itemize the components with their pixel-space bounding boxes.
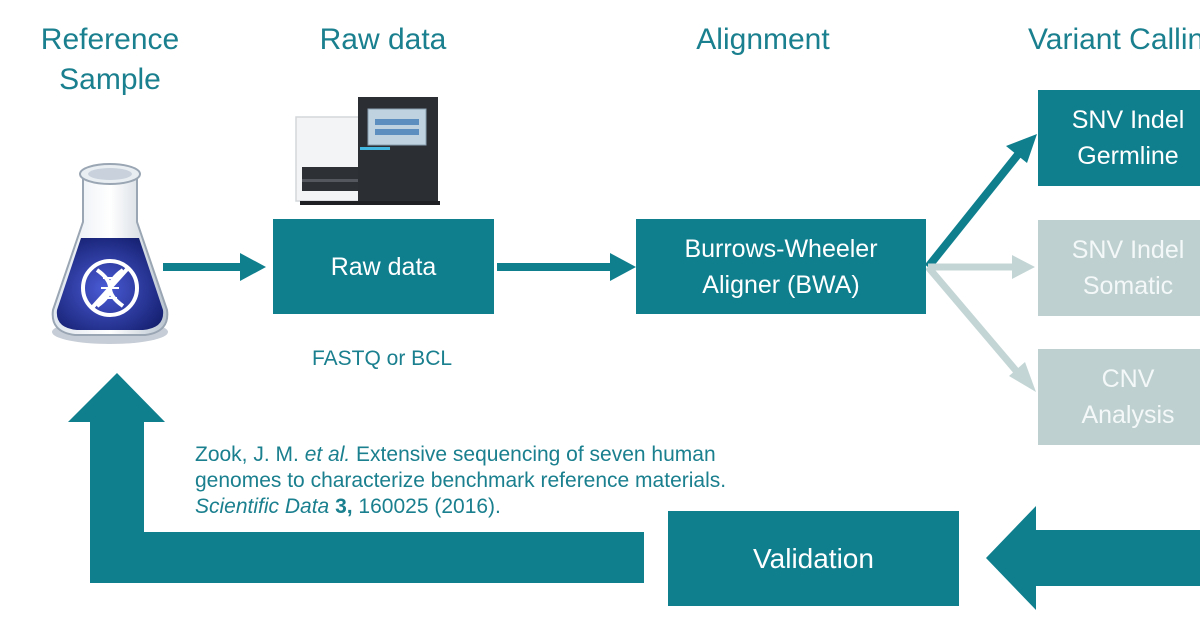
citation-title-1: Extensive sequencing of seven human: [350, 443, 716, 466]
bwa-line1: Burrows-Wheeler: [684, 234, 878, 263]
arrow-return-to-flask: [68, 373, 644, 583]
header-variant-calling: Variant Callin: [1028, 23, 1200, 56]
arrow-bwa-to-somatic: [928, 255, 1035, 279]
snv-somatic-box: SNV Indel Somatic: [1038, 220, 1200, 316]
raw-data-box: Raw data: [273, 219, 494, 314]
header-reference-sample: Reference Sample: [20, 20, 200, 100]
citation: Zook, J. M. et al. Extensive sequencing …: [195, 442, 755, 520]
somatic-line1: SNV Indel: [1071, 236, 1185, 264]
flask-dna-icon: [51, 163, 169, 344]
citation-volume: 3,: [335, 495, 353, 518]
germline-line1: SNV Indel: [1071, 106, 1185, 134]
citation-journal: Scientific Data: [195, 495, 330, 518]
format-label: FASTQ or BCL: [312, 347, 453, 370]
somatic-line2: Somatic: [1082, 272, 1174, 300]
citation-authors: Zook, J. M.: [195, 443, 305, 466]
snv-germline-box: SNV Indel Germline: [1038, 90, 1200, 186]
citation-etal: et al.: [304, 443, 351, 466]
header-reference-line1: Reference: [40, 23, 180, 56]
header-alignment: Alignment: [696, 23, 830, 56]
header-reference-line2: Sample: [59, 63, 161, 96]
header-raw-data: Raw data: [319, 23, 447, 56]
citation-title-2: genomes to characterize benchmark refere…: [195, 469, 727, 492]
sequencer-machine-icon: [295, 97, 440, 205]
arrow-bwa-to-cnv: [925, 264, 1036, 392]
arrow-flask-to-rawdata: [163, 253, 266, 281]
cnv-line1: CNV: [1101, 365, 1155, 393]
arrow-rawdata-to-bwa: [497, 253, 636, 281]
citation-rest: 160025 (2016).: [352, 495, 501, 518]
bwa-line2: Aligner (BWA): [702, 270, 860, 299]
bwa-box: Burrows-Wheeler Aligner (BWA): [636, 219, 926, 314]
germline-line2: Germline: [1077, 142, 1179, 170]
validation-box: Validation: [668, 511, 959, 606]
cnv-line2: Analysis: [1081, 401, 1175, 429]
cnv-analysis-box: CNV Analysis: [1038, 349, 1200, 445]
arrow-into-validation: [986, 506, 1200, 610]
arrow-bwa-to-germline: [924, 134, 1037, 270]
